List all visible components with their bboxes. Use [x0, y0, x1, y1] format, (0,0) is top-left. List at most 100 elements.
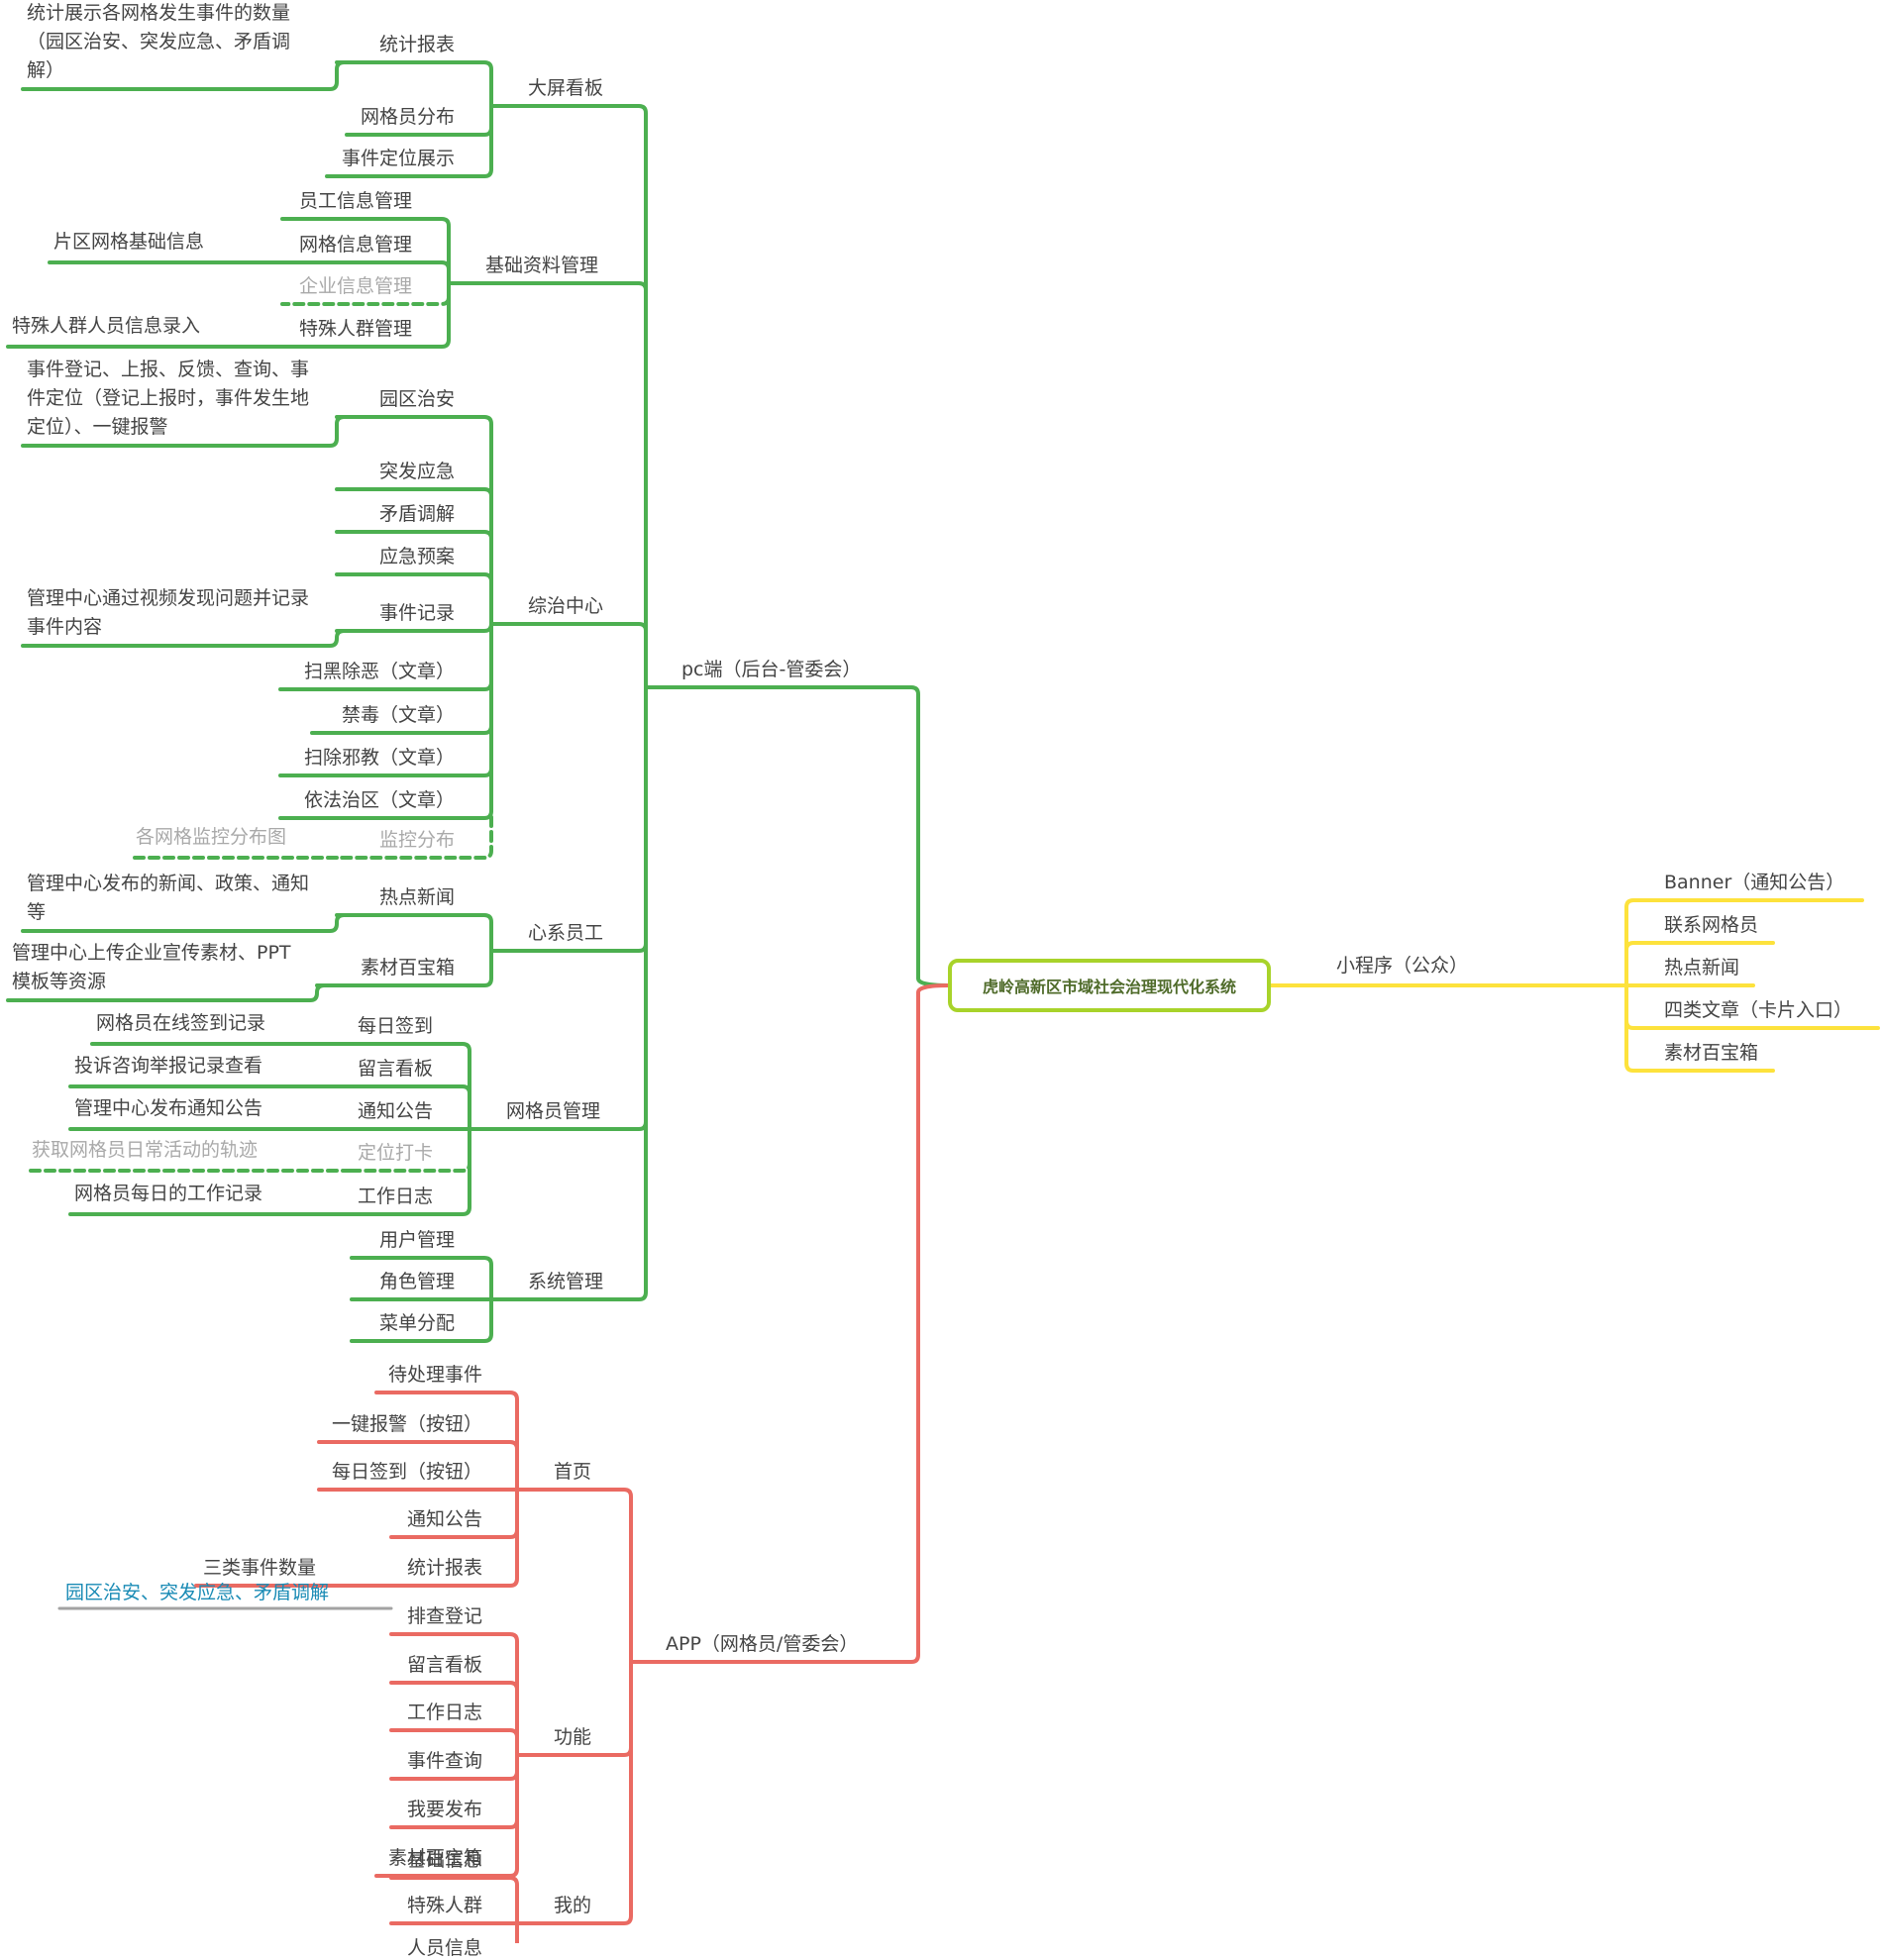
leaf-item[interactable]: 网格信息管理 [298, 234, 412, 256]
note-text[interactable]: 网格员在线签到记录 [96, 1012, 266, 1034]
leaf-item[interactable]: Banner（通知公告） [1664, 872, 1845, 893]
leaf-item[interactable]: 事件查询 [406, 1750, 482, 1772]
note-text[interactable]: 管理中心发布的新闻、政策、通知等 [27, 873, 310, 923]
leaf-item[interactable]: 事件定位展示 [341, 148, 455, 169]
note-link[interactable]: 园区治安、突发应急、矛盾调解 [65, 1582, 330, 1603]
note-text[interactable]: 片区网格基础信息 [53, 231, 205, 253]
connector-pc-item [280, 281, 451, 349]
leaf-item[interactable]: 突发应急 [378, 461, 455, 482]
connector-note [21, 60, 359, 91]
note-text[interactable]: 获取网格员日常活动的轨迹 [32, 1139, 259, 1161]
leaf-item[interactable]: 扫黑除恶（文章） [303, 661, 455, 682]
leaf-item[interactable]: 一键报警（按钮） [331, 1413, 482, 1435]
connector-pc [644, 685, 950, 987]
group-label[interactable]: 基础资料管理 [485, 255, 599, 276]
leaf-item[interactable]: 留言看板 [406, 1654, 482, 1676]
leaf-item[interactable]: 素材百宝箱 [360, 957, 455, 979]
connector-pc-item [335, 60, 493, 108]
leaf-item[interactable]: 应急预案 [378, 546, 455, 567]
connector-pc-item [350, 1127, 471, 1216]
connector-pc-item [335, 913, 493, 953]
note-text[interactable]: 管理中心发布通知公告 [74, 1097, 263, 1119]
connector-pc-item [335, 622, 493, 860]
connector-pc-item [350, 1297, 493, 1343]
connector-app-item [389, 1488, 519, 1588]
leaf-item[interactable]: 通知公告 [406, 1508, 482, 1530]
leaf-item[interactable]: 矛盾调解 [378, 503, 455, 525]
connector-pc-group [489, 685, 648, 1301]
group-label[interactable]: 功能 [554, 1726, 592, 1748]
leaf-item[interactable]: 基础信息 [406, 1849, 482, 1871]
leaf-item[interactable]: 留言看板 [357, 1058, 433, 1080]
connector-pc-item [325, 104, 493, 178]
group-label[interactable]: 大屏看板 [528, 77, 604, 99]
leaf-item[interactable]: 统计报表 [378, 34, 455, 55]
group-label[interactable]: 首页 [554, 1461, 592, 1483]
connector-pc-item [315, 949, 493, 987]
branch-label-pc[interactable]: pc端（后台-管委会） [681, 659, 862, 680]
leaf-item[interactable]: 素材百宝箱 [387, 1847, 482, 1869]
note-text[interactable]: 管理中心上传企业宣传素材、PPT模板等资源 [12, 942, 291, 992]
leaf-item[interactable]: 统计报表 [406, 1557, 482, 1579]
leaf-item[interactable]: 特殊人群管理 [298, 318, 412, 340]
note-text[interactable]: 投诉咨询举报记录查看 [74, 1055, 263, 1077]
connector-pc-group [447, 281, 648, 689]
leaf-item[interactable]: 依法治区（文章） [303, 789, 455, 811]
leaf-item[interactable]: 待处理事件 [387, 1364, 482, 1386]
root-node[interactable]: 虎岭高新区市域社会治理现代化系统 [948, 959, 1271, 1012]
leaf-item[interactable]: 排查登记 [406, 1605, 482, 1627]
leaf-item[interactable]: 菜单分配 [378, 1312, 455, 1334]
note-text[interactable]: 管理中心通过视频发现问题并记录事件内容 [27, 587, 310, 638]
note-text[interactable]: 三类事件数量 [203, 1557, 317, 1579]
leaf-item[interactable]: 热点新闻 [378, 886, 455, 908]
leaf-item[interactable]: 每日签到 [357, 1015, 433, 1037]
group-label[interactable]: 网格员管理 [506, 1100, 601, 1122]
leaf-item[interactable]: 用户管理 [378, 1229, 455, 1251]
group-label[interactable]: 系统管理 [528, 1271, 604, 1292]
note-text[interactable]: 统计展示各网格发生事件的数量（园区治安、突发应急、矛盾调解） [27, 2, 291, 81]
connector-app [629, 983, 950, 1664]
leaf-item[interactable]: 角色管理 [378, 1271, 455, 1292]
leaf-item[interactable]: 人员信息 [406, 1937, 482, 1959]
connector-note [21, 415, 359, 448]
leaf-item[interactable]: 特殊人群 [406, 1895, 482, 1916]
group-label[interactable]: 心系员工 [528, 922, 604, 944]
leaf-item[interactable]: 定位打卡 [357, 1142, 433, 1164]
branch-label-app[interactable]: APP（网格员/管委会） [666, 1633, 859, 1655]
leaf-item[interactable]: 每日签到（按钮） [331, 1461, 482, 1483]
leaf-item[interactable]: 通知公告 [357, 1100, 433, 1122]
leaf-item[interactable]: 我要发布 [406, 1799, 482, 1820]
connector-mini-item [1624, 983, 1775, 1073]
leaf-item[interactable]: 员工信息管理 [298, 190, 412, 212]
connector-pc-item [335, 622, 493, 633]
connector-app-item [374, 1753, 519, 1878]
note-text[interactable]: 特殊人群人员信息录入 [12, 315, 201, 337]
note-text[interactable]: 事件登记、上报、反馈、查询、事件定位（登记上报时，事件发生地定位）、一键报警 [27, 359, 310, 438]
connector-note [21, 913, 359, 933]
connector-pc-group [468, 685, 648, 1131]
group-label[interactable]: 综治中心 [528, 595, 604, 617]
leaf-item[interactable]: 园区治安 [378, 388, 455, 410]
connector-note [6, 983, 339, 1002]
connector-app-item [515, 1921, 519, 1943]
leaf-item[interactable]: 四类文章（卡片入口） [1664, 999, 1853, 1021]
leaf-item[interactable]: 监控分布 [378, 829, 455, 851]
note-text[interactable]: 各网格监控分布图 [136, 826, 287, 848]
leaf-item[interactable]: 事件记录 [378, 602, 455, 624]
leaf-item[interactable]: 禁毒（文章） [341, 704, 455, 726]
leaf-item[interactable]: 联系网格员 [1664, 914, 1759, 936]
leaf-item[interactable]: 企业信息管理 [298, 275, 412, 297]
leaf-item[interactable]: 网格员分布 [360, 106, 455, 128]
leaf-item[interactable]: 工作日志 [406, 1702, 482, 1723]
leaf-item[interactable]: 素材百宝箱 [1664, 1042, 1759, 1064]
leaf-item[interactable]: 扫除邪教（文章） [303, 747, 455, 769]
leaf-item[interactable]: 工作日志 [357, 1186, 433, 1207]
connector-app-group [515, 1660, 633, 1925]
connector-app-group [515, 1488, 633, 1664]
group-label[interactable]: 我的 [554, 1895, 592, 1916]
leaf-item[interactable]: 热点新闻 [1664, 957, 1740, 979]
branch-label-mini[interactable]: 小程序（公众） [1336, 955, 1469, 977]
connector-pc-group [489, 685, 648, 953]
note-text[interactable]: 网格员每日的工作记录 [74, 1183, 263, 1204]
